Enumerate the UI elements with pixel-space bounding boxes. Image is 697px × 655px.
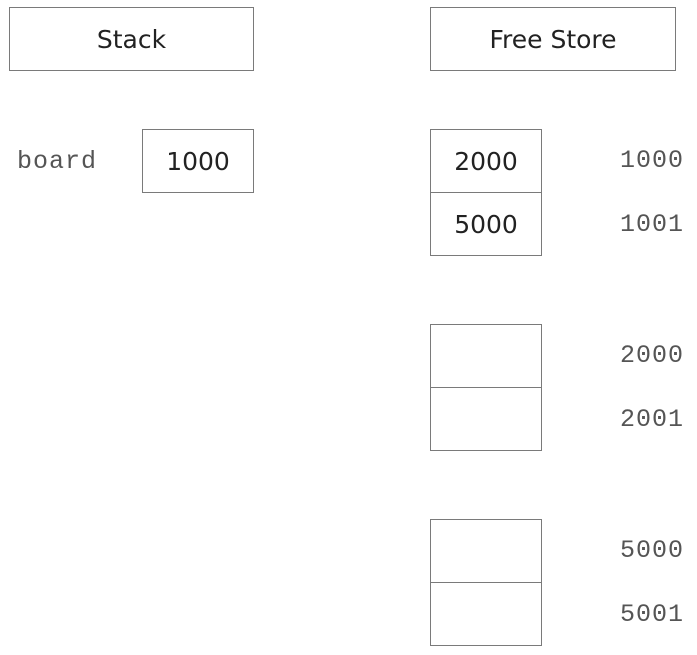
cell-divider bbox=[431, 192, 541, 193]
free-store-block-2 bbox=[430, 324, 542, 451]
free-store-header: Free Store bbox=[430, 7, 676, 71]
stack-header: Stack bbox=[9, 7, 254, 71]
stack-header-label: Stack bbox=[96, 24, 167, 54]
address-label: 5001 bbox=[620, 600, 685, 629]
memory-cell bbox=[431, 325, 541, 388]
memory-cell: 5000 bbox=[454, 210, 518, 239]
stack-variable-cell: 1000 bbox=[142, 129, 254, 193]
address-label: 2001 bbox=[620, 405, 685, 434]
memory-cell bbox=[431, 583, 541, 646]
free-store-block-3 bbox=[430, 519, 542, 646]
cell-divider bbox=[431, 582, 541, 583]
address-label: 5000 bbox=[620, 536, 685, 565]
cell-divider bbox=[431, 387, 541, 388]
address-label: 1000 bbox=[620, 146, 685, 175]
stack-variable-name: board bbox=[17, 147, 98, 176]
free-store-block-1: 2000 5000 bbox=[430, 129, 542, 256]
stack-variable-value: 1000 bbox=[166, 146, 230, 176]
memory-cell bbox=[431, 388, 541, 451]
free-store-header-label: Free Store bbox=[489, 24, 617, 54]
memory-cell bbox=[431, 520, 541, 583]
memory-cell: 2000 bbox=[454, 147, 518, 176]
address-label: 1001 bbox=[620, 210, 685, 239]
address-label: 2000 bbox=[620, 341, 685, 370]
